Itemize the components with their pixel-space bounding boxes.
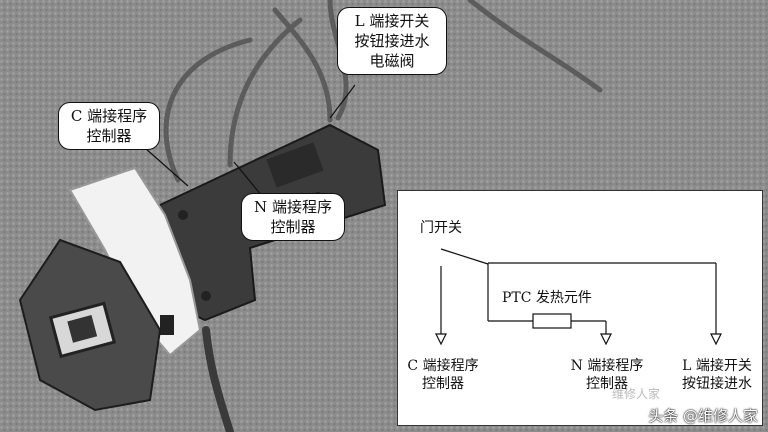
callout-l-end-line-3: 电磁阀 [369,52,415,70]
callout-c-end: C 端接程序 控制器 [58,102,160,150]
callout-l-end-line-1: L 端接开关 [354,12,430,30]
n-terminal-label: N 端接程序 控制器 [564,357,650,393]
circuit-diagram-panel: 门开关 PTC 发热元件 C 端接程序 控制器 N 端接程序 控制器 L 端接开… [397,190,763,426]
switch-blade [440,248,489,265]
callout-l-end: L 端接开关 按钮接进水 电磁阀 [337,7,447,75]
watermark-logo: 维修人家 [611,387,660,401]
c-terminal-label: C 端接程序 控制器 [402,357,484,393]
l-terminal-line-1: L 端接开关 [682,358,752,374]
wires [163,0,603,432]
l-terminal-label: L 端接开关 按钮接进水 [674,357,760,393]
c-terminal-line-2: 控制器 [422,376,464,392]
callout-c-end-line-1: C 端接程序 [70,107,148,125]
watermark-text: 头条 @维修人家 [648,407,758,425]
callout-pointers [144,84,356,197]
l-terminal-line-2: 按钮接进水 [682,376,752,392]
latch-housing [18,238,162,412]
n-terminal-arrow [600,333,612,346]
callout-n-end-line-1: N 端接程序 [254,198,332,216]
ptc-resistor [532,313,572,329]
n-terminal-line-2: 控制器 [586,376,628,392]
circuit-schematic [435,248,722,346]
callout-l-end-line-2: 按钮接进水 [354,32,430,50]
c-terminal-line-1: C 端接程序 [407,358,479,374]
c-terminal-arrow [435,333,447,346]
l-terminal-arrow [710,333,722,346]
callout-n-end-line-2: 控制器 [270,218,316,236]
ptc-label: PTC 发热元件 [502,290,592,306]
door-switch-label: 门开关 [420,220,462,236]
n-terminal-line-1: N 端接程序 [570,358,644,374]
callout-n-end: N 端接程序 控制器 [241,193,345,241]
callout-c-end-line-2: 控制器 [86,127,132,145]
